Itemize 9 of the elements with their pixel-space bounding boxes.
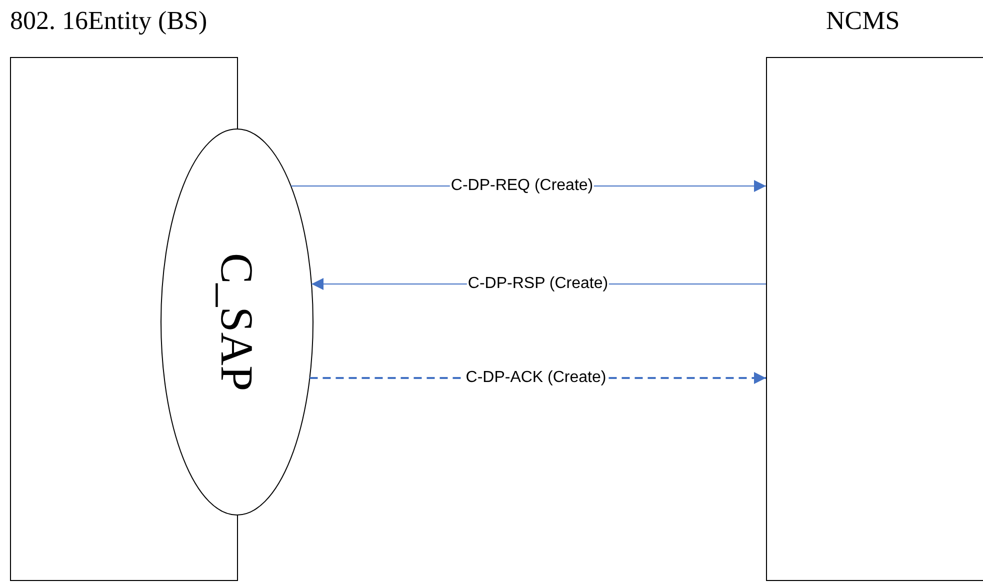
edge-label: C-DP-REQ (Create) <box>450 177 594 195</box>
ellipse-label: C_SAP <box>210 252 264 392</box>
arrow <box>310 372 766 384</box>
arrow <box>311 278 766 290</box>
arrow <box>290 180 766 192</box>
edge-label: C-DP-ACK (Create) <box>464 369 608 387</box>
entity-heading: 802. 16Entity (BS) <box>10 6 208 36</box>
edge-label: C-DP-RSP (Create) <box>466 275 610 293</box>
entity-heading: NCMS <box>826 6 900 36</box>
